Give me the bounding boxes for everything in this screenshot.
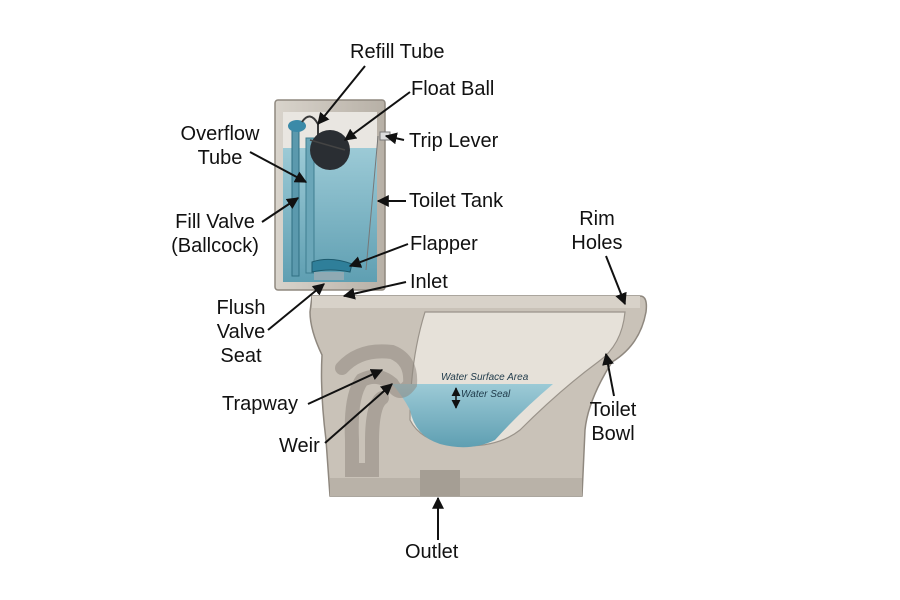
arrow-flush-valve-seat <box>267 283 325 331</box>
arrow-rim-holes <box>605 255 627 306</box>
label-flush-valve-seat: Flush Valve Seat <box>196 296 286 368</box>
label-overflow-tube-line2: Tube <box>197 147 243 169</box>
arrow-trip-lever <box>384 132 405 145</box>
label-flush-valve-seat-line1: Flush <box>216 297 266 319</box>
label-toilet-bowl-line2: Bowl <box>591 423 635 445</box>
arrow-inlet <box>342 281 407 300</box>
flapper-shape <box>311 258 353 273</box>
label-rim-holes-line1: Rim <box>579 208 615 230</box>
fill-valve-top <box>288 120 306 132</box>
arrow-flapper <box>348 243 409 268</box>
arrow-overflow-tube <box>249 151 308 183</box>
label-toilet-bowl: Toilet Bowl <box>578 398 648 446</box>
label-trip-lever: Trip Lever <box>409 130 499 152</box>
label-float-ball: Float Ball <box>411 78 495 100</box>
arrow-float-ball <box>344 91 411 141</box>
label-toilet-tank: Toilet Tank <box>409 190 504 212</box>
overflow-tube-shape <box>305 137 315 274</box>
label-fill-valve: Fill Valve (Ballcock) <box>160 210 270 258</box>
label-inlet: Inlet <box>410 271 448 293</box>
arrow-fill-valve <box>261 197 299 223</box>
label-overflow-tube: Overflow Tube <box>170 122 270 170</box>
float-ball-shape <box>310 130 350 170</box>
label-overflow-tube-line1: Overflow <box>180 123 260 145</box>
arrow-weir <box>324 383 393 444</box>
flush-valve-seat-shape <box>314 272 344 280</box>
float-arm <box>309 139 346 151</box>
label-refill-tube: Refill Tube <box>350 41 445 63</box>
label-trapway: Trapway <box>222 393 298 415</box>
bowl-water <box>392 384 553 448</box>
leader-arrows <box>249 65 627 540</box>
label-water-seal: Water Seal <box>461 389 511 400</box>
label-fill-valve-line2: (Ballcock) <box>171 235 259 257</box>
label-rim-holes-line2: Holes <box>571 232 623 254</box>
label-toilet-bowl-line1: Toilet <box>589 399 637 421</box>
toilet-bowl-shape <box>309 295 648 497</box>
trip-chain <box>365 135 379 271</box>
label-flush-valve-seat-line3: Seat <box>220 345 262 367</box>
arrow-refill-tube <box>317 65 366 125</box>
label-rim-holes: Rim Holes <box>562 207 632 255</box>
arrow-toilet-bowl <box>602 352 615 397</box>
label-fill-valve-line1: Fill Valve <box>175 211 255 233</box>
label-water-surface-area: Water Surface Area <box>441 372 529 383</box>
label-flapper: Flapper <box>410 233 478 255</box>
label-flush-valve-seat-line2: Valve <box>216 321 266 343</box>
label-outlet: Outlet <box>405 541 459 563</box>
label-weir: Weir <box>279 435 320 457</box>
arrow-trapway <box>307 369 384 405</box>
